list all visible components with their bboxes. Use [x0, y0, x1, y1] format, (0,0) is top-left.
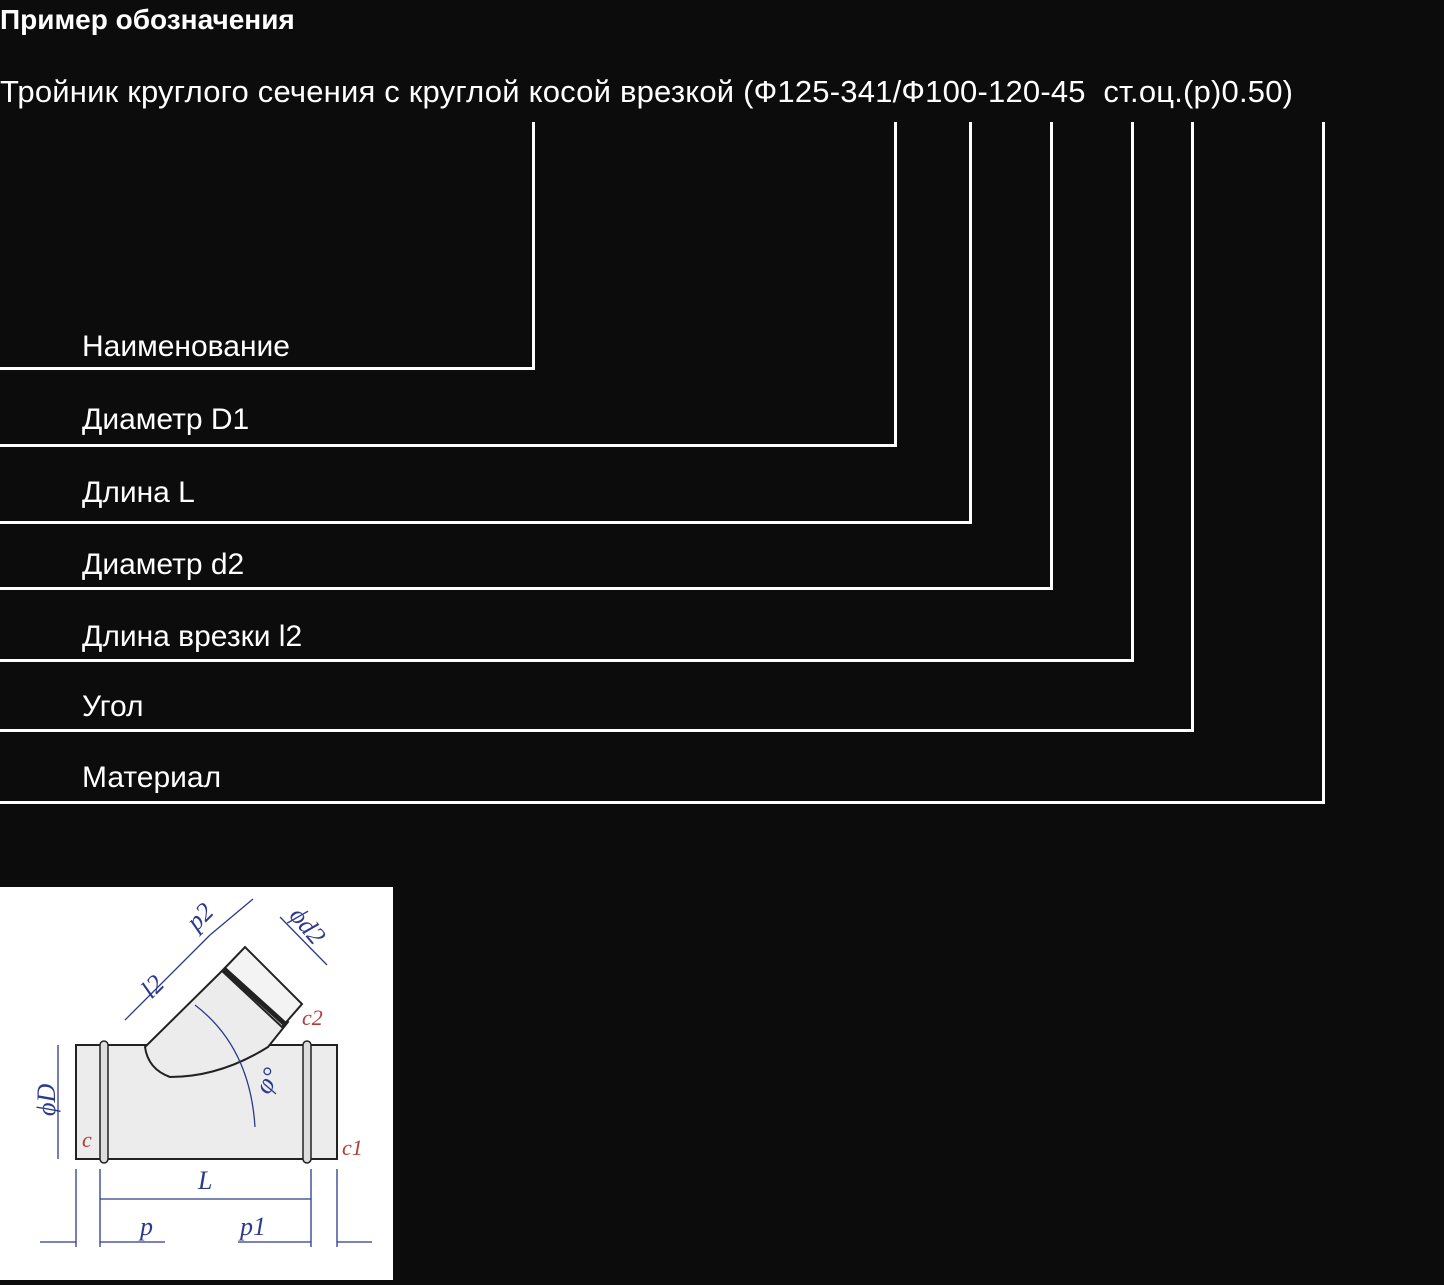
leader-d2-v: [1050, 122, 1053, 590]
dim-p: p: [138, 1212, 153, 1241]
dim-L: L: [197, 1166, 212, 1195]
leader-d1-v: [894, 122, 897, 447]
leader-name-v: [532, 122, 535, 370]
leader-d2-h: [0, 587, 1053, 590]
tee-drawing: ϕD L p p1 l2 p2 ϕd2 φ° c c1 c2: [0, 887, 393, 1280]
leader-angle-h: [0, 729, 1194, 732]
leader-l2-v: [1131, 122, 1134, 662]
leader-l-v: [969, 122, 972, 524]
dim-p1: p1: [238, 1212, 266, 1241]
dim-d2: ϕd2: [284, 901, 332, 950]
label-diameter-d1: Диаметр D1: [82, 403, 250, 436]
leader-l-h: [0, 521, 972, 524]
label-name: Наименование: [82, 330, 290, 363]
label-diameter-d2: Диаметр d2: [82, 548, 245, 581]
dim-l2: l2: [135, 969, 170, 1004]
leader-d1-h: [0, 444, 897, 447]
label-material: Материал: [82, 761, 222, 794]
designation-example: Тройник круглого сечения с круглой косой…: [0, 74, 1294, 109]
dim-D: ϕD: [32, 1084, 61, 1116]
end-c2: c2: [302, 1005, 323, 1030]
dim-p2: p2: [179, 897, 219, 937]
label-angle: Угол: [82, 690, 144, 723]
end-c: c: [82, 1127, 92, 1152]
label-length-l: Длина L: [82, 476, 195, 509]
leader-angle-v: [1191, 122, 1194, 732]
leader-material-h: [0, 801, 1325, 804]
leader-name-h: [0, 367, 535, 370]
leader-material-v: [1322, 122, 1325, 804]
section-title: Пример обозначения: [0, 4, 295, 35]
end-c1: c1: [342, 1135, 363, 1160]
label-branch-length: Длина врезки l2: [82, 620, 303, 653]
leader-l2-h: [0, 659, 1134, 662]
